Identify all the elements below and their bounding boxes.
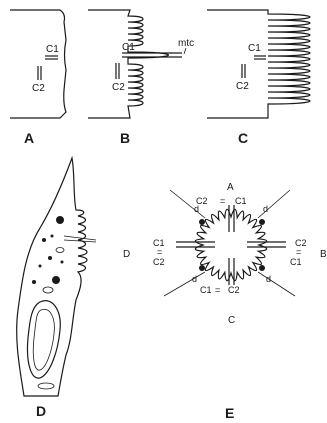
label-e-top-c2: C2 [196, 196, 208, 206]
panel-label-a: A [24, 130, 34, 146]
organelle-dot [51, 235, 54, 238]
panel-b: C1 C2 mtc B [88, 10, 194, 146]
organelle [43, 287, 53, 293]
d-dot [259, 219, 265, 225]
direction-label-bottom: C [228, 315, 235, 326]
label-e-right-c1: C1 [290, 257, 302, 267]
panel-d: D [17, 158, 96, 419]
cell-outline-a [10, 10, 66, 118]
label-d-bl: d [192, 274, 197, 284]
d-line-br [258, 272, 295, 296]
cell-outline-d [17, 158, 87, 396]
organelle [56, 248, 64, 253]
direction-label-left: D [123, 249, 130, 260]
d-dot [259, 265, 265, 271]
organelle-dot [56, 216, 64, 224]
panel-a: C1 C2 A [10, 10, 66, 146]
core-bundle-e-bottom [229, 258, 234, 285]
label-c2-a: C2 [32, 83, 45, 94]
cell-outline-b [88, 10, 169, 118]
label-d-br: d [266, 274, 271, 284]
panel-label-d: D [36, 403, 46, 419]
direction-label-right: B [320, 249, 327, 260]
nucleus-inner [33, 309, 54, 370]
d-dot [199, 265, 205, 271]
organelle-dot [42, 238, 46, 242]
cell-outline-e [195, 209, 266, 280]
label-c2-b: C2 [112, 82, 125, 93]
organelle-dot [61, 261, 64, 264]
label-c1-a: C1 [46, 44, 59, 55]
label-c1-b: C1 [122, 42, 135, 53]
organelle-dot [32, 280, 36, 284]
panel-label-c: C [238, 130, 248, 146]
d-line-bl [164, 272, 205, 296]
label-e-top-c1: C1 [235, 196, 247, 206]
organelle-dot [48, 256, 52, 260]
panel-c: C1 C2 C [207, 10, 310, 146]
panel-label-b: B [120, 130, 130, 146]
cell-outline-c [207, 10, 310, 118]
label-c1-c: C1 [248, 43, 261, 54]
organelle [38, 383, 54, 389]
panel-e: d d d d C2 = C1 C1 = C2 C2 = C1 C1 = C2 … [123, 182, 327, 421]
label-e-bottom-eq: = [215, 285, 220, 295]
label-mtc: mtc [178, 38, 194, 49]
label-e-right-eq: = [296, 247, 301, 257]
label-e-bottom-c1: C1 [200, 285, 212, 295]
core-bundle-e-left [176, 242, 215, 247]
label-d-tr: d [263, 204, 268, 214]
label-e-left-eq: = [157, 247, 162, 257]
label-e-left-c2: C2 [153, 257, 165, 267]
organelle-dot [39, 265, 42, 268]
direction-label-top: A [227, 182, 234, 193]
label-e-bottom-c2: C2 [228, 285, 240, 295]
d-dot [199, 219, 205, 225]
label-e-top-eq: = [220, 196, 225, 206]
core-bundle-e-right [247, 242, 286, 247]
label-c2-c: C2 [236, 81, 249, 92]
panel-label-e: E [225, 405, 234, 421]
organelle-dot [52, 276, 60, 284]
core-bundle-e-top [229, 205, 234, 232]
